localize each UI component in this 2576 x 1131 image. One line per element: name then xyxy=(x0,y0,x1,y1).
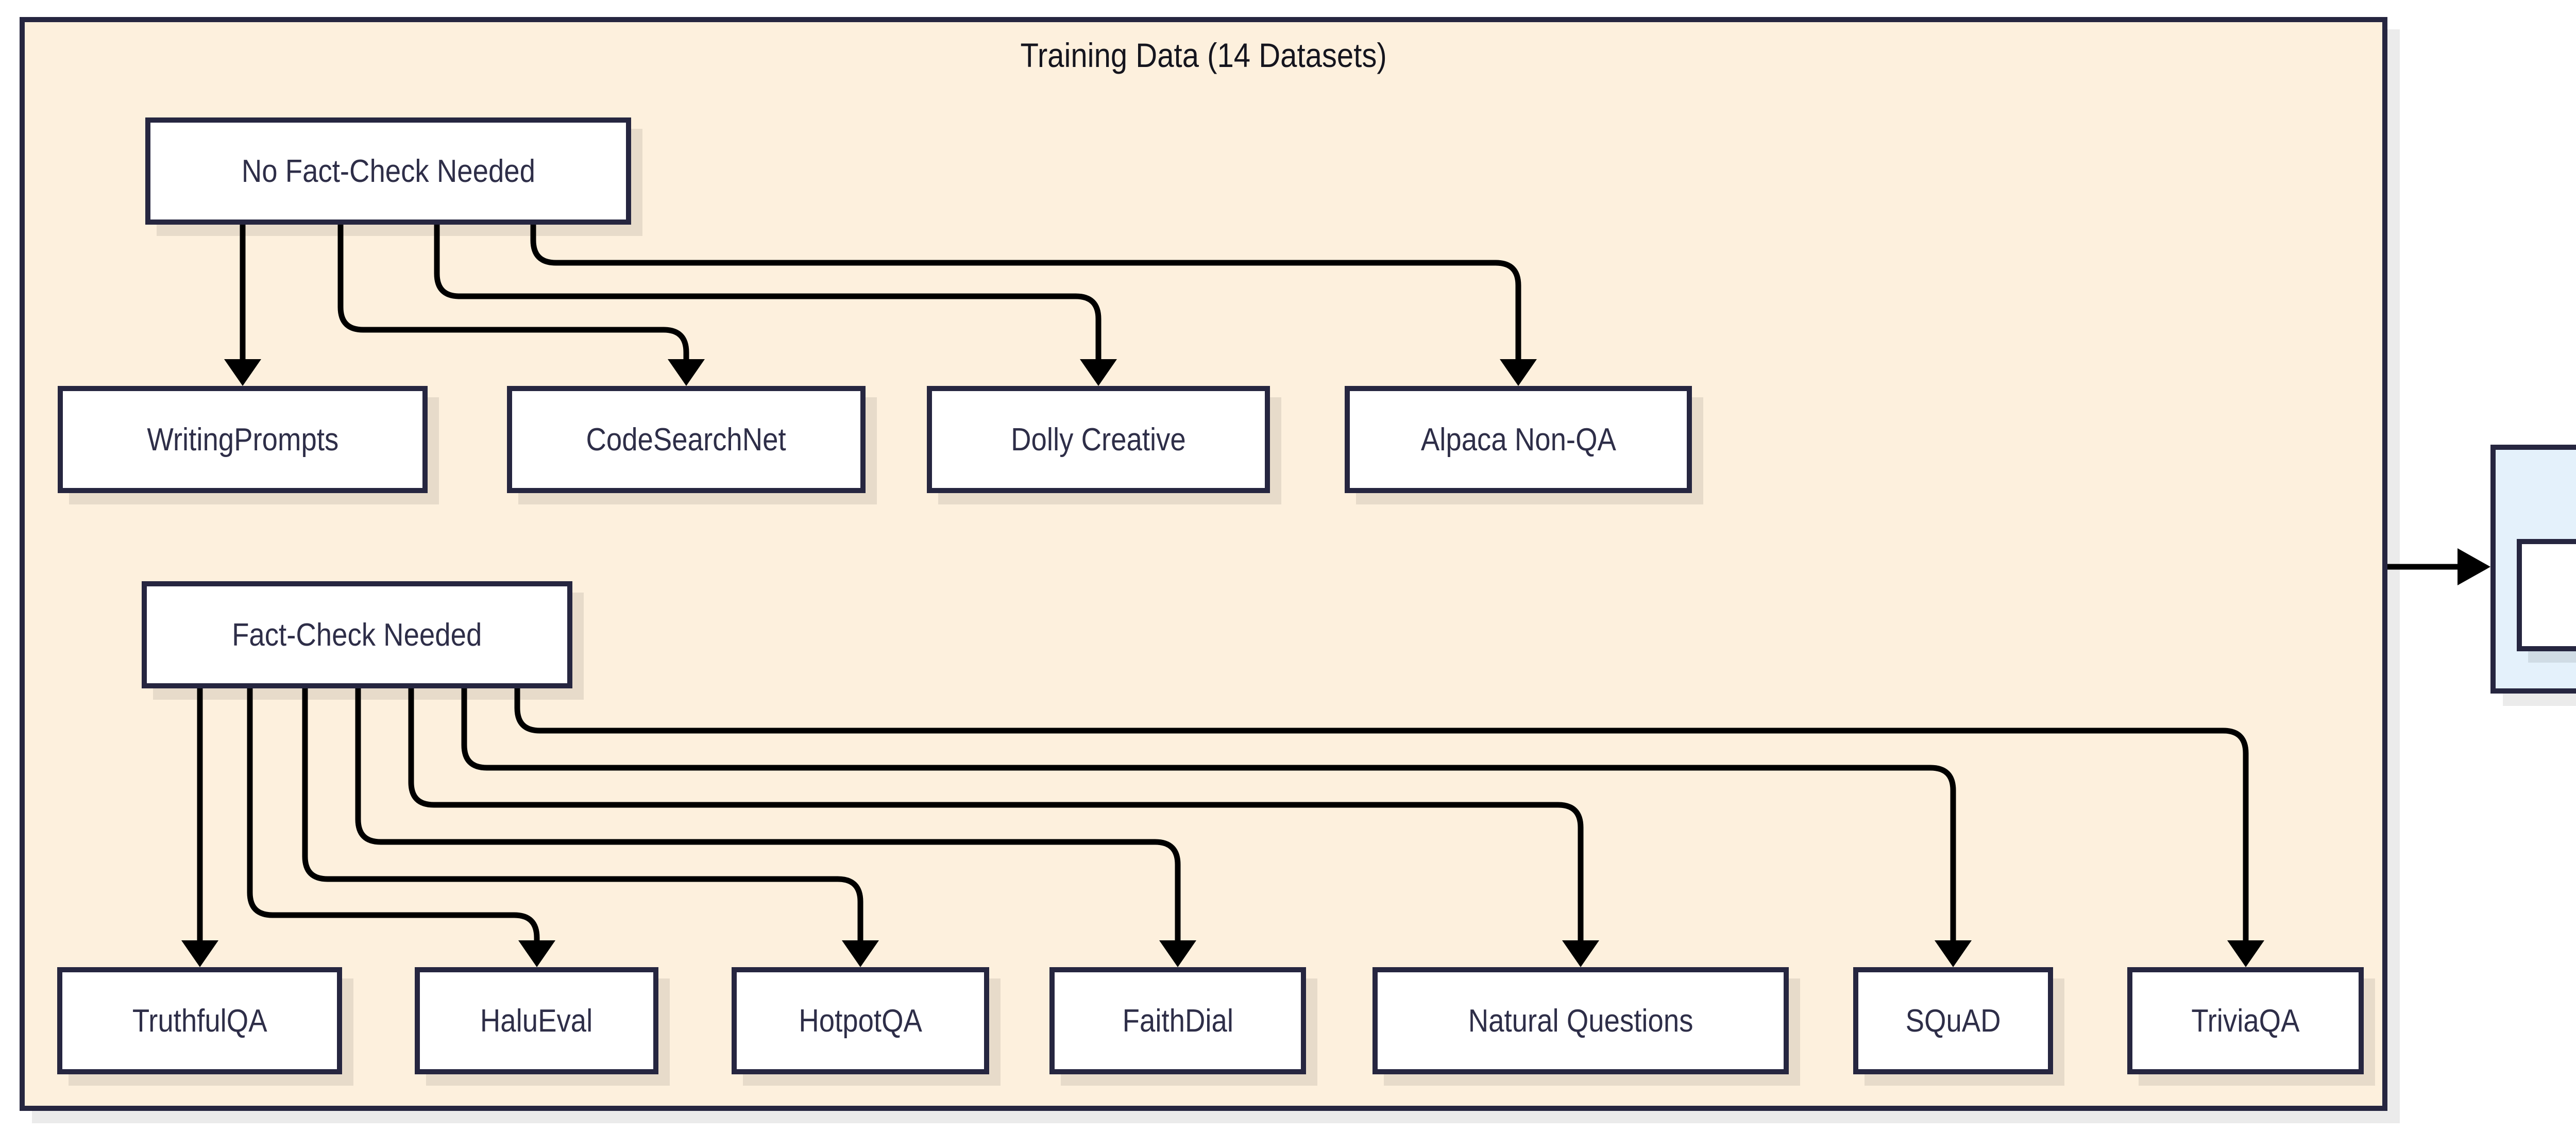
halugate-sentinel-title: HaluGate Sentinel xyxy=(2496,450,2576,502)
node-fact-check-needed: Fact-Check Needed xyxy=(142,581,572,688)
node-truthfulqa: TruthfulQA xyxy=(57,967,342,1074)
node-dolly-creative: Dolly Creative xyxy=(927,386,1270,493)
node-natural-questions: Natural Questions xyxy=(1372,967,1789,1074)
node-modernbert-base: ModernBERT Base xyxy=(2517,539,2576,651)
node-label: CodeSearchNet xyxy=(586,421,787,458)
node-label: Dolly Creative xyxy=(1011,421,1186,458)
edge-trainingdata-halugate xyxy=(2387,548,2490,585)
training-data-title: Training Data (14 Datasets) xyxy=(25,22,2382,75)
node-faithdial: FaithDial xyxy=(1049,967,1306,1074)
arrowhead-right-icon xyxy=(2458,548,2490,585)
node-codesearchnet: CodeSearchNet xyxy=(507,386,866,493)
node-label: FaithDial xyxy=(1122,1003,1233,1039)
node-label: TruthfulQA xyxy=(132,1003,267,1039)
node-hotpotqa: HotpotQA xyxy=(732,967,989,1074)
node-label: Fact-Check Needed xyxy=(232,617,482,653)
node-label: Alpaca Non-QA xyxy=(1420,421,1616,458)
node-squad: SQuAD xyxy=(1853,967,2053,1074)
node-triviaqa: TriviaQA xyxy=(2127,967,2364,1074)
node-label: HotpotQA xyxy=(799,1003,922,1039)
training-data-title-text: Training Data (14 Datasets) xyxy=(1020,36,1387,74)
node-no-fact-check-needed: No Fact-Check Needed xyxy=(145,117,631,225)
node-writingprompts: WritingPrompts xyxy=(58,386,428,493)
node-label: TriviaQA xyxy=(2191,1003,2300,1039)
node-label: SQuAD xyxy=(1905,1003,2001,1039)
node-halueval: HaluEval xyxy=(415,967,658,1074)
node-label: WritingPrompts xyxy=(147,421,338,458)
node-alpaca-non-qa: Alpaca Non-QA xyxy=(1345,386,1692,493)
node-label: HaluEval xyxy=(480,1003,593,1039)
node-label: Natural Questions xyxy=(1468,1003,1693,1039)
node-label: No Fact-Check Needed xyxy=(241,153,535,189)
